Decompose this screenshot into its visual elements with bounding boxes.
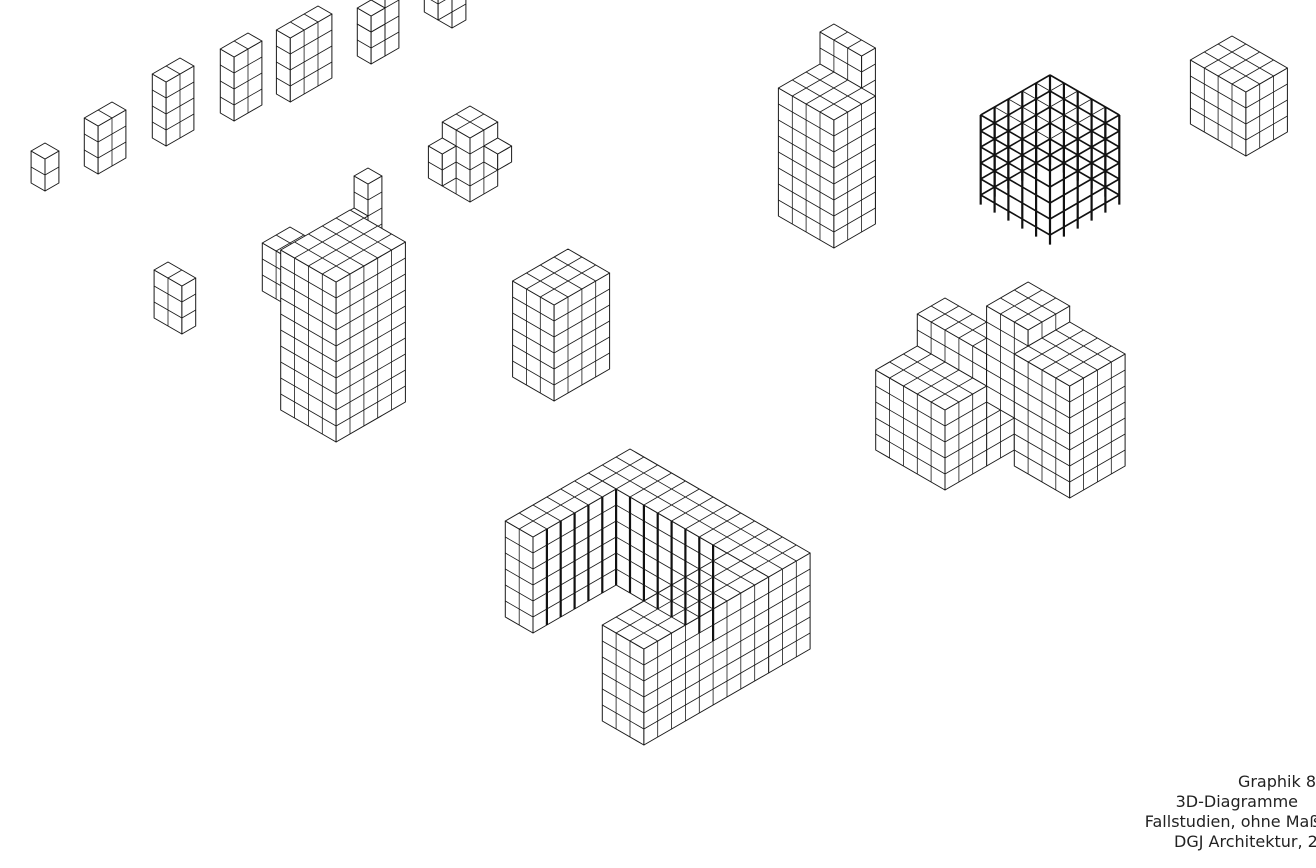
- massing-model-17: [876, 282, 1125, 498]
- caption-line-1: Graphik 8: [1014, 772, 1316, 792]
- massing-model-14: [778, 24, 875, 248]
- massing-model-1: [31, 143, 59, 191]
- massing-model-7: [424, 0, 466, 28]
- massing-model-13: [513, 249, 610, 401]
- massing-model-12: [281, 210, 406, 442]
- massing-model-4: [220, 33, 262, 121]
- massing-models: [31, 0, 1287, 745]
- massing-model-15: [981, 75, 1120, 245]
- figure-caption: Graphik 8 3D-Diagramme Fallstudien, ohne…: [1014, 772, 1316, 852]
- caption-line-3: Fallstudien, ohne Maßst: [1014, 812, 1316, 832]
- massing-model-11: [428, 106, 511, 202]
- massing-model-16: [1190, 36, 1287, 156]
- massing-model-5: [276, 6, 332, 102]
- massing-model-3: [152, 58, 194, 146]
- caption-line-4: DGJ Architektur, 20: [1014, 832, 1316, 852]
- massing-model-8: [154, 262, 196, 334]
- caption-line-2: 3D-Diagramme: [1014, 792, 1316, 812]
- massing-model-6: [357, 0, 399, 64]
- massing-model-2: [84, 102, 126, 174]
- courtyard-block: [505, 449, 810, 745]
